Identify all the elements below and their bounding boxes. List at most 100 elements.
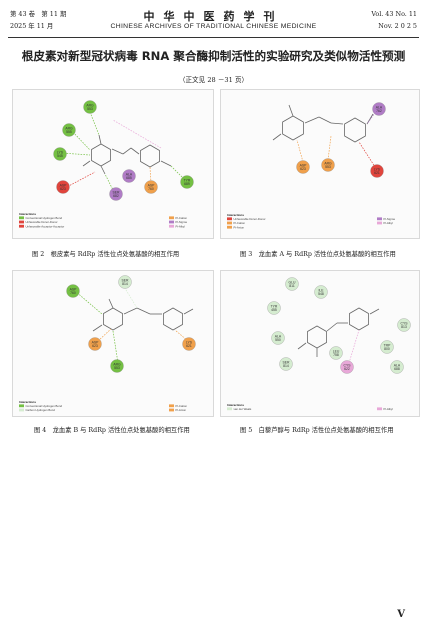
methoxy-bond (108, 298, 114, 309)
legend-fig2-swatch-3 (169, 216, 174, 220)
legend-fig4-swatch-2 (169, 404, 174, 408)
volume-issue-cn: 第 43 卷 第 11 期 (10, 10, 67, 18)
residue-glu811-number: 811 (289, 284, 295, 288)
residue-asp623-number: 623 (92, 344, 98, 348)
ring-a (91, 143, 111, 167)
legend-fig5-title: Interactions (227, 403, 244, 407)
residue-ala762-number: 762 (376, 109, 382, 113)
residue-lys545-node (53, 147, 67, 161)
legend-fig5-swatch-0 (227, 407, 232, 411)
legend-fig3-label-1: Pi-Cation (234, 221, 246, 225)
legend-fig2-label-3: Pi-Cation (176, 216, 188, 220)
residue-asp760-name: ASP (148, 183, 156, 187)
continued-note: （正文见 28 －31 页） (178, 76, 249, 84)
residue-ala685-node (122, 169, 136, 183)
residue-ser814-number: 814 (122, 282, 128, 286)
residue-asp623-node (88, 337, 102, 351)
legend-fig4-swatch-1 (19, 408, 24, 412)
residue-ala762-node (372, 102, 386, 116)
residue-asp623-number: 623 (60, 187, 66, 191)
residue-ser682-node (109, 187, 123, 201)
residue-ile548-node (314, 285, 328, 299)
journal-title-en: CHINESE ARCHIVES OF TRADITIONAL CHINESE … (110, 23, 317, 30)
legend-fig2-title: Interactions (19, 212, 36, 216)
residue-tyr689-number: 689 (184, 182, 190, 186)
residue-cys813-name: CYS (401, 321, 409, 325)
figure-2-caption: 图 2 根皮素与 RdRp 活性位点处氨基酸的相互作用 (32, 251, 180, 258)
hydroxyl-bond-1 (297, 342, 307, 350)
header-rule (8, 37, 419, 38)
residue-arg555-name: ARG (65, 126, 73, 130)
residue-tyr455-number: 455 (271, 308, 277, 312)
residue-glu811-name: GLU (289, 280, 297, 284)
residue-asp623-node (56, 180, 70, 194)
volume-issue-en: Vol. 43 No. 11 (371, 10, 417, 18)
legend-fig2-swatch-5 (169, 224, 174, 228)
residue-arg555-node (62, 123, 76, 137)
residue-ser682-name: SER (113, 190, 121, 194)
figure-3-caption: 图 3 龙血素 A 与 RdRp 活性位点处氨基酸的相互作用 (240, 251, 396, 258)
residue-lys621-name: LYS (186, 340, 193, 344)
residue-glu811-node (285, 277, 299, 291)
legend-fig4-label-2: Pi-Cation (176, 404, 188, 408)
residue-leu758-name: LEU (333, 349, 340, 353)
residue-ala685-number: 685 (126, 176, 132, 180)
legend-fig3-swatch-4 (377, 221, 382, 225)
date-cn: 2025 年 11 月 (10, 22, 54, 30)
residue-tyr455-name: TYR (271, 304, 278, 308)
residue-ala688-number: 688 (394, 367, 400, 371)
legend-fig2-label-1: Unfavorable Donor-Donor (26, 220, 58, 224)
legend-fig3-swatch-2 (227, 225, 232, 229)
residue-tyr455-node (267, 301, 281, 315)
methoxy-bond-2 (272, 133, 282, 141)
residue-trp800-node (380, 340, 394, 354)
hydroxyl-bond-1 (98, 134, 102, 145)
hbond-arg555 (70, 129, 91, 151)
residue-arg553-name: ARG (86, 103, 94, 107)
ring-b (163, 307, 183, 331)
ring-a (103, 307, 123, 331)
residue-arg553-name: ARG (113, 362, 121, 366)
hbond-arg553 (89, 111, 100, 136)
residue-trp800-name: TRP (384, 343, 392, 347)
hbond-asp760 (74, 290, 103, 315)
legend-fig2-label-4: Pi-Sigma (176, 220, 188, 224)
residue-asp760-node (144, 180, 158, 194)
chain-bond-1 (111, 148, 124, 155)
chain-bond-3 (330, 122, 344, 125)
carbon-hbond-ser814 (122, 284, 138, 309)
legend-fig4-title: Interactions (19, 400, 36, 404)
legend-fig4-label-1: Carbon Hydrogen Bond (26, 408, 56, 412)
residue-leu758-node (329, 346, 343, 360)
residue-trp800-number: 800 (384, 347, 390, 351)
legend-fig4-swatch-3 (169, 408, 174, 412)
chain-bond-3 (130, 147, 140, 155)
article-title: 根皮素对新型冠状病毒 RNA 聚合酶抑制活性的实验研究及类似物活性预测 (21, 49, 406, 63)
residue-ala550-node (271, 331, 285, 345)
legend-fig4-swatch-0 (19, 404, 24, 408)
residue-arg553-number: 553 (114, 366, 120, 370)
legend-fig3-label-0: Unfavorable Donor-Donor (234, 217, 266, 221)
legend-fig3-title: Interactions (227, 213, 244, 217)
ring-b (344, 117, 366, 143)
residue-asp623-node (296, 160, 310, 174)
legend-fig2-swatch-0 (19, 216, 24, 220)
legend-fig3-label-4: Pi-Alkyl (384, 221, 394, 225)
residue-lys621-node (370, 164, 384, 178)
methoxy-bond-1 (288, 104, 294, 117)
ring-b (140, 144, 160, 168)
journal-title-cn: 中华中医药学刊 (143, 10, 284, 23)
legend-fig5-label-0: van der Waals (234, 407, 252, 411)
chain-bond-2 (136, 307, 151, 315)
residue-ser814-number: 814 (283, 364, 289, 368)
hydroxyl-bond-2 (82, 160, 91, 167)
hydroxyl-bond (92, 324, 103, 332)
legend-fig2-label-2: Unfavorable Acceptor-Acceptor (26, 224, 65, 228)
residue-ala685-name: ALA (126, 172, 133, 176)
pication-asp623 (97, 328, 112, 342)
residue-asp623-name: ASP (300, 163, 308, 167)
residue-cys622-number: 622 (344, 367, 350, 371)
journal-header: 第 43 卷 第 11 期 2025 年 11 月 中华中医药学刊 CHINES… (0, 0, 427, 38)
